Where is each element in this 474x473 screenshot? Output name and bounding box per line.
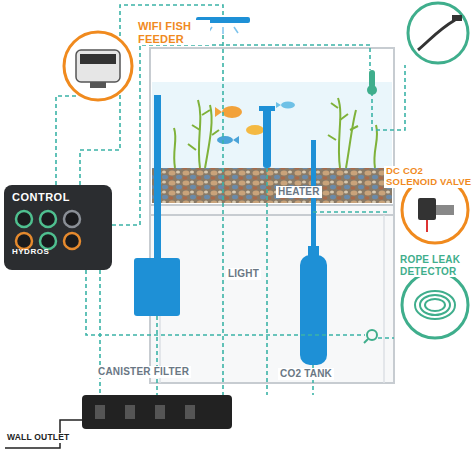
part-label: WALL OUTLET <box>5 433 71 443</box>
device-name: CONTROL <box>12 191 104 203</box>
part-label: CANISTER FILTER <box>96 366 191 378</box>
part-label: HEATER <box>276 186 322 198</box>
callout-label: ROPE LEAK DETECTOR <box>398 254 474 277</box>
brand-name: HYDROS <box>12 247 104 256</box>
part-label: LIGHT <box>226 268 261 280</box>
callout-label: WIFI FISH FEEDER <box>136 20 210 45</box>
part-label: CO2 TANK <box>278 368 334 380</box>
controller-box: CONTROL HYDROS <box>4 185 112 270</box>
callout-label: DC CO2 SOLENOID VALVE <box>384 166 474 188</box>
